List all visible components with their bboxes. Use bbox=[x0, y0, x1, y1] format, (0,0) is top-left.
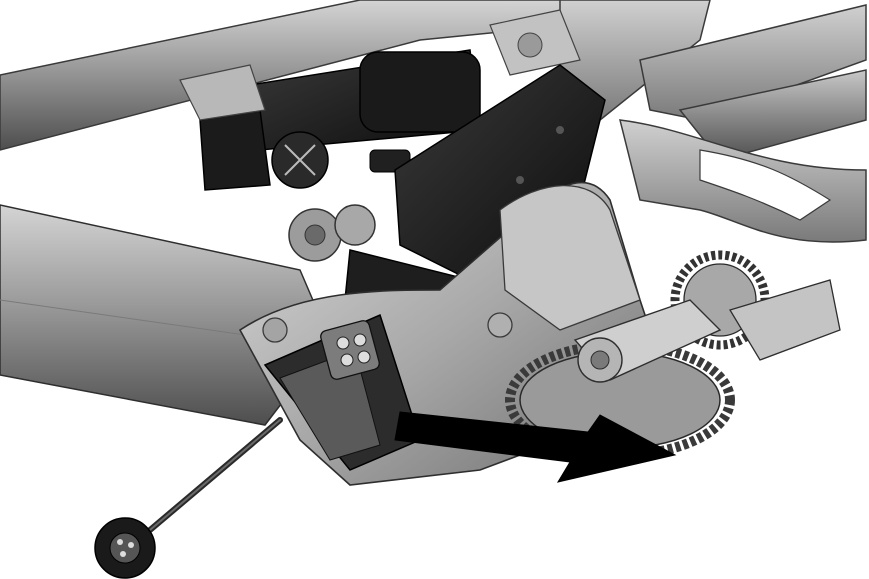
shock-mount bbox=[179, 9, 581, 121]
direction-arrow-icon bbox=[394, 411, 677, 483]
down-tube bbox=[0, 204, 331, 426]
crank-arm bbox=[573, 279, 841, 383]
battery-compartment bbox=[263, 313, 421, 471]
chain-stay bbox=[619, 119, 867, 243]
idler-pulley-icon bbox=[288, 204, 376, 262]
connector-plug-icon bbox=[94, 417, 283, 579]
battery-connector-icon bbox=[320, 320, 380, 380]
seat-stays bbox=[559, 0, 867, 161]
